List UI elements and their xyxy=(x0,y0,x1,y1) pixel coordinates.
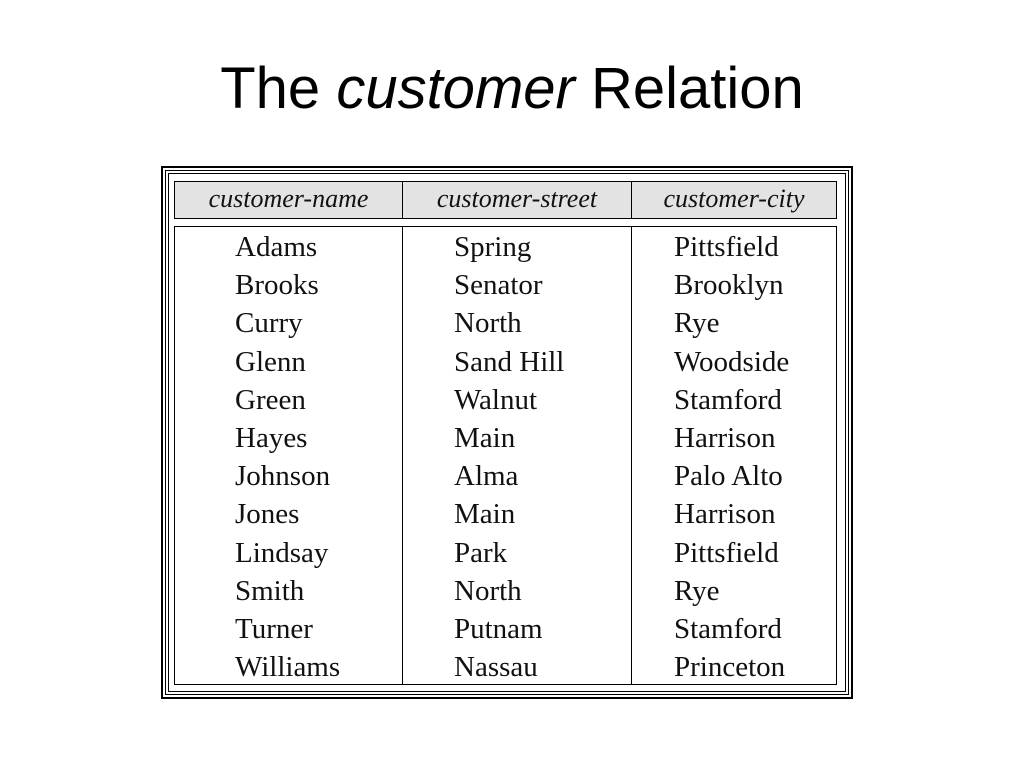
table-cell: Hayes xyxy=(235,421,308,454)
table-cell: Jones xyxy=(235,498,300,531)
table-cell: Main xyxy=(454,421,516,454)
table-cell: Rye xyxy=(674,307,720,340)
table-cell: Pittsfield xyxy=(674,231,779,263)
slide-title: The customer Relation xyxy=(0,60,1024,118)
title-suffix: Relation xyxy=(590,56,804,121)
table-cell: Walnut xyxy=(454,383,538,416)
table-cell: Putnam xyxy=(454,612,543,645)
title-emphasis: customer xyxy=(336,56,575,121)
table-cell: Spring xyxy=(454,231,532,263)
table-cell: Brooklyn xyxy=(674,269,784,302)
table-frame: customer-name customer-street customer-c… xyxy=(165,170,849,695)
table-cell: Lindsay xyxy=(235,536,329,569)
table-cell: Nassau xyxy=(454,651,538,684)
table-header: customer-name customer-street customer-c… xyxy=(174,181,837,219)
table-cell: Glenn xyxy=(235,345,306,378)
table-cell: Sand Hill xyxy=(454,345,565,378)
table-cell: Johnson xyxy=(235,460,331,493)
table-cell: Park xyxy=(454,536,508,569)
table-cell: Stamford xyxy=(674,383,782,416)
table-cell: Williams xyxy=(235,651,341,684)
table-cell: Woodside xyxy=(674,345,790,378)
table-cell: Alma xyxy=(454,460,519,493)
table-cell: Senator xyxy=(454,269,543,302)
table-cell: Pittsfield xyxy=(674,536,779,569)
table-cell: Turner xyxy=(235,612,313,645)
table-cell: Harrison xyxy=(674,421,776,454)
table-cell: Stamford xyxy=(674,612,782,645)
table-cell: North xyxy=(454,307,522,340)
title-prefix: The xyxy=(220,56,321,121)
table-cell: Princeton xyxy=(674,651,786,684)
table-cell: Green xyxy=(235,383,306,416)
column-header-customer-city: customer-city xyxy=(663,184,805,213)
column-header-customer-street: customer-street xyxy=(403,182,632,218)
table-cell: Rye xyxy=(674,574,720,607)
table-cell: Harrison xyxy=(674,498,776,531)
table-cell: Brooks xyxy=(235,269,319,302)
table-inner: customer-name customer-street customer-c… xyxy=(168,173,846,692)
table-cell: Main xyxy=(454,498,516,531)
relation-table: customer-name customer-street customer-c… xyxy=(161,166,853,699)
column-header-customer-name: customer-name xyxy=(175,182,403,218)
table-cell: Smith xyxy=(235,574,305,607)
table-cell: Palo Alto xyxy=(674,460,783,493)
table-cell: North xyxy=(454,574,522,607)
table-cell: Adams xyxy=(235,231,318,263)
table-cell: Curry xyxy=(235,307,303,340)
